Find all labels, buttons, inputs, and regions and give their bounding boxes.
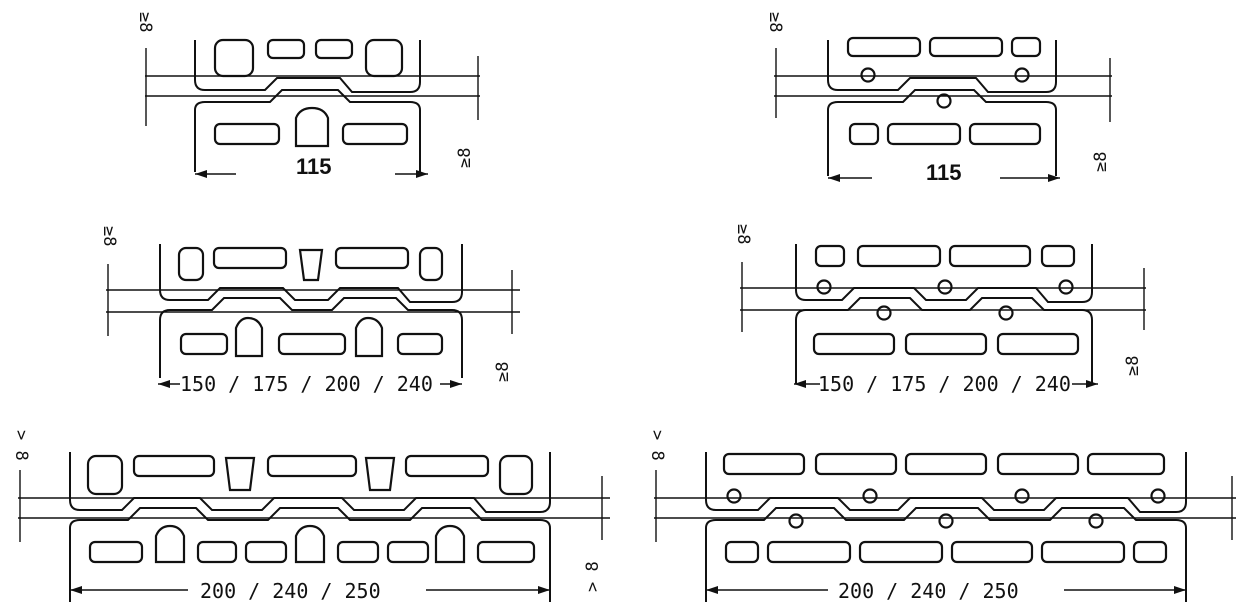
gap-label: > 8: [647, 430, 667, 461]
brick-200-250-round: 200 / 240 / 250 > 8: [647, 430, 1236, 603]
dimension-150-240-right: 150 / 175 / 200 / 240: [818, 372, 1071, 396]
gap-label: ≥8: [99, 226, 119, 246]
gap-label: ≥8: [493, 362, 513, 382]
dimension-115-left: 115: [296, 154, 332, 179]
gap-label: ≥8: [135, 12, 155, 32]
brick-115-cavity: 115 ≥8 ≥8: [135, 12, 480, 179]
dimension-200-250-right: 200 / 240 / 250: [838, 579, 1019, 602]
dimension-200-250-left: 200 / 240 / 250: [200, 579, 381, 602]
dimension-150-240-left: 150 / 175 / 200 / 240: [180, 372, 433, 396]
brick-200-250-cavity: 200 / 240 / 250 > 8 > 8: [11, 430, 610, 603]
gap-label: > 8: [583, 561, 603, 592]
dimension-115-right: 115: [926, 160, 962, 185]
gap-label: ≥8: [765, 12, 785, 32]
gap-label: > 8: [11, 430, 31, 461]
brick-115-round: 115 ≥8 ≥8: [765, 12, 1112, 185]
gap-label: ≥8: [1091, 152, 1111, 172]
brick-150-240-round: 150 / 175 / 200 / 240 ≥8 ≥8: [733, 224, 1146, 396]
gap-label: ≥8: [733, 224, 753, 244]
gap-label: ≥8: [1123, 356, 1143, 376]
brick-150-240-cavity: 150 / 175 / 200 / 240 ≥8 ≥8: [99, 226, 520, 396]
gap-label: ≥8: [455, 148, 475, 168]
